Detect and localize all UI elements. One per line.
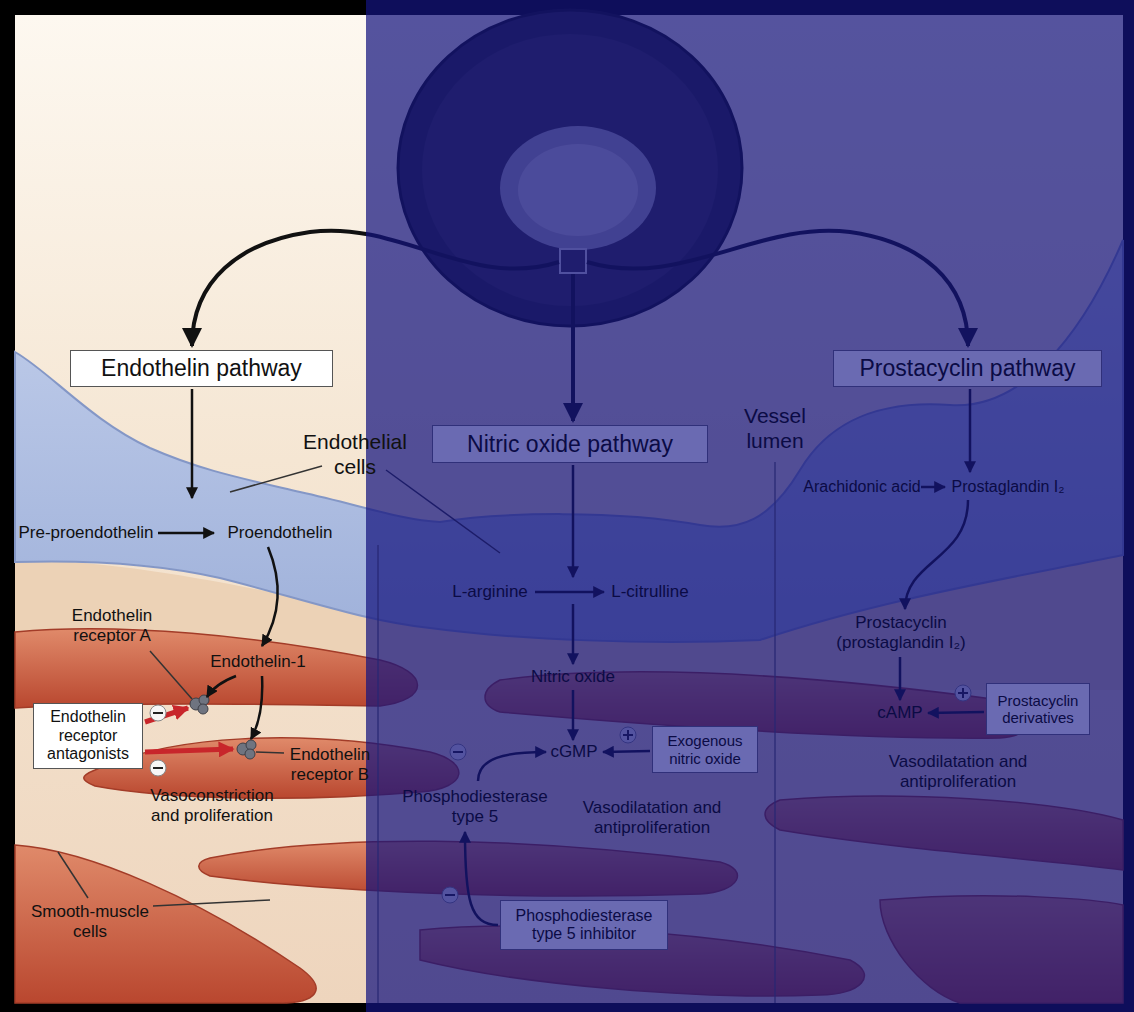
- enzyme-label: Phosphodiesterase type 5: [398, 787, 553, 828]
- receptor-label: Endothelin receptor A: [60, 606, 165, 647]
- label-holder: cGMP: [550, 742, 597, 762]
- label-holder: L-arginine: [452, 582, 528, 602]
- molecule-label: Arachidonic acid: [803, 477, 920, 496]
- label-holder: Vasodilatation and antiproliferation: [877, 752, 1039, 793]
- effect-label: Vasoconstriction and proliferation: [141, 786, 283, 827]
- label-holder: cAMP: [877, 703, 922, 723]
- label-holder: Vasodilatation and antiproliferation: [571, 798, 733, 839]
- drug-box: Exogenous nitric oxide: [652, 726, 758, 773]
- label-holder: Prostaglandin I₂: [952, 477, 1065, 496]
- label-holder: Prostacyclin (prostaglandin I₂): [829, 613, 974, 654]
- leader-line: [150, 651, 192, 699]
- label-holder: Vessel lumen: [730, 403, 820, 453]
- structure-label: Endothelial cells: [298, 429, 413, 479]
- label-holder: Proendothelin: [228, 523, 333, 543]
- label-holder: Phosphodiesterase type 5: [398, 787, 553, 828]
- leader-line: [256, 752, 284, 753]
- molecule-label: L-arginine: [452, 582, 528, 602]
- label-holder: Smooth-muscle cells: [28, 902, 152, 943]
- drug-box: Prostacyclin derivatives: [986, 683, 1090, 735]
- leader-line: [230, 466, 322, 492]
- sign-stroke: [153, 712, 163, 714]
- sign-circle: [150, 705, 166, 721]
- leader-line: [153, 900, 270, 906]
- inhibition-arrow: [145, 749, 233, 752]
- leader-line: [58, 852, 88, 898]
- label-holder: Nitric oxide: [531, 667, 615, 687]
- label-holder: Endothelial cells: [298, 429, 413, 479]
- pathway-box: Prostacyclin pathway: [833, 350, 1102, 387]
- structure-label: Smooth-muscle cells: [28, 902, 152, 943]
- receptor-label: Endothelin receptor B: [280, 745, 380, 786]
- molecule-label: Proendothelin: [228, 523, 333, 543]
- box-text: Phosphodiesterase type 5 inhibitor: [507, 907, 661, 944]
- receptor-lobe: [198, 704, 208, 714]
- molecule-label: Prostacyclin (prostaglandin I₂): [829, 613, 974, 654]
- smooth-muscle-cell: [15, 845, 316, 1003]
- box-text: Nitric oxide pathway: [439, 431, 701, 457]
- molecule-label: Pre-proendothelin: [18, 523, 153, 543]
- step-arrow: [158, 532, 214, 535]
- step-arrow: [191, 389, 194, 498]
- label-holder: Vasoconstriction and proliferation: [141, 786, 283, 827]
- step-arrow: [262, 547, 278, 646]
- structure-label: Vessel lumen: [730, 403, 820, 453]
- receptor-b: [237, 740, 256, 759]
- label-holder: Endothelin receptor B: [280, 745, 380, 786]
- minus-symbol: [150, 705, 166, 721]
- receptor-lobe: [245, 749, 255, 759]
- box-text: Endothelin receptor antagonists: [40, 708, 136, 763]
- sign-stroke: [153, 767, 163, 769]
- label-holder: Arachidonic acid: [803, 477, 920, 496]
- drug-box: Phosphodiesterase type 5 inhibitor: [500, 900, 668, 950]
- receptor-a: [190, 695, 209, 714]
- box-text: Prostacyclin pathway: [840, 355, 1095, 381]
- dimming-overlay: [366, 0, 1134, 1012]
- label-holder: Pre-proendothelin: [18, 523, 153, 543]
- minus-symbol: [150, 760, 166, 776]
- label-holder: Endothelin receptor A: [60, 606, 165, 647]
- box-text: Prostacyclin derivatives: [993, 692, 1083, 727]
- sign-circle: [150, 760, 166, 776]
- drug-box: Endothelin receptor antagonists: [33, 703, 143, 769]
- label-holder: Endothelin-1: [210, 652, 305, 672]
- molecule-label: Nitric oxide: [531, 667, 615, 687]
- effect-label: Vasodilatation and antiproliferation: [571, 798, 733, 839]
- molecule-label: cGMP: [550, 742, 597, 762]
- receptor-lobe: [246, 740, 256, 750]
- molecule-label: L-citrulline: [611, 582, 688, 602]
- effect-label: Vasodilatation and antiproliferation: [877, 752, 1039, 793]
- molecule-label: Endothelin-1: [210, 652, 305, 672]
- step-arrow: [207, 676, 236, 697]
- label-holder: L-citrulline: [611, 582, 688, 602]
- box-text: Exogenous nitric oxide: [659, 732, 751, 767]
- box-text: Endothelin pathway: [77, 355, 326, 381]
- step-arrow: [251, 676, 262, 739]
- pathway-box: Endothelin pathway: [70, 350, 333, 387]
- molecule-label: Prostaglandin I₂: [952, 477, 1065, 496]
- molecule-label: cAMP: [877, 703, 922, 723]
- pathway-box: Nitric oxide pathway: [432, 425, 708, 463]
